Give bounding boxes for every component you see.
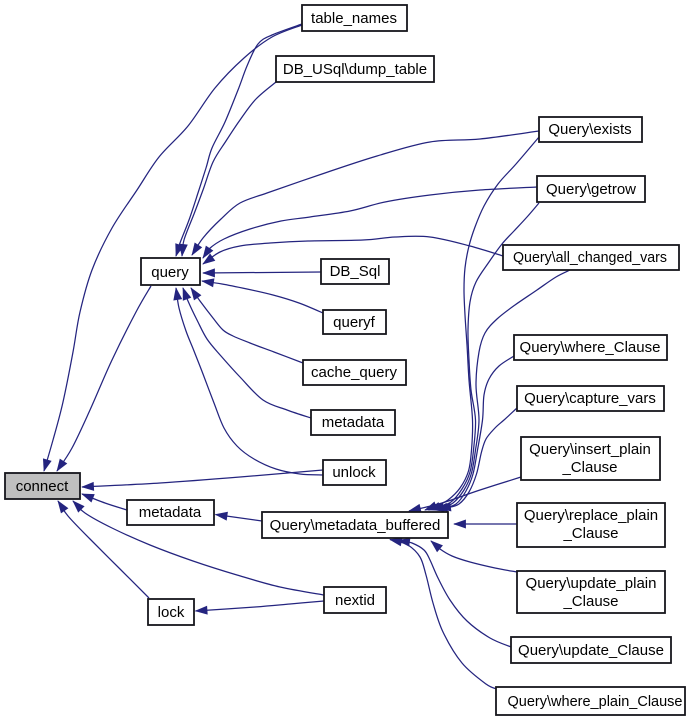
svg-text:nextid: nextid [335, 592, 375, 609]
svg-text:Query\exists: Query\exists [548, 121, 631, 138]
svg-text:Query\where_Clause: Query\where_Clause [520, 339, 661, 356]
svg-text:_Clause: _Clause [561, 459, 617, 476]
svg-text:DB_Sql: DB_Sql [330, 263, 381, 280]
svg-text:query: query [151, 264, 189, 281]
svg-text:connect: connect [16, 478, 69, 495]
svg-text:table_names: table_names [311, 10, 397, 27]
svg-text:Query\where_plain_Clause: Query\where_plain_Clause [508, 693, 683, 710]
svg-text:Query\update_plain: Query\update_plain [526, 575, 657, 592]
svg-text:queryf: queryf [333, 314, 376, 331]
svg-text:metadata: metadata [322, 414, 385, 431]
svg-text:_Clause: _Clause [562, 593, 618, 610]
svg-text:Query\insert_plain: Query\insert_plain [529, 441, 651, 458]
svg-text:Query\capture_vars: Query\capture_vars [524, 390, 656, 407]
svg-text:metadata: metadata [139, 504, 202, 521]
svg-text:Query\getrow: Query\getrow [546, 181, 636, 198]
svg-text:cache_query: cache_query [311, 364, 397, 381]
svg-text:unlock: unlock [332, 464, 376, 481]
svg-text:lock: lock [158, 604, 185, 621]
svg-text:Query\all_changed_vars: Query\all_changed_vars [513, 249, 667, 266]
svg-text:DB_USql\dump_table: DB_USql\dump_table [283, 61, 427, 78]
svg-text:Query\replace_plain: Query\replace_plain [524, 507, 658, 524]
svg-text:Query\metadata_buffered: Query\metadata_buffered [270, 517, 441, 534]
svg-text:Query\update_Clause: Query\update_Clause [518, 642, 664, 659]
svg-text:_Clause: _Clause [562, 525, 618, 542]
